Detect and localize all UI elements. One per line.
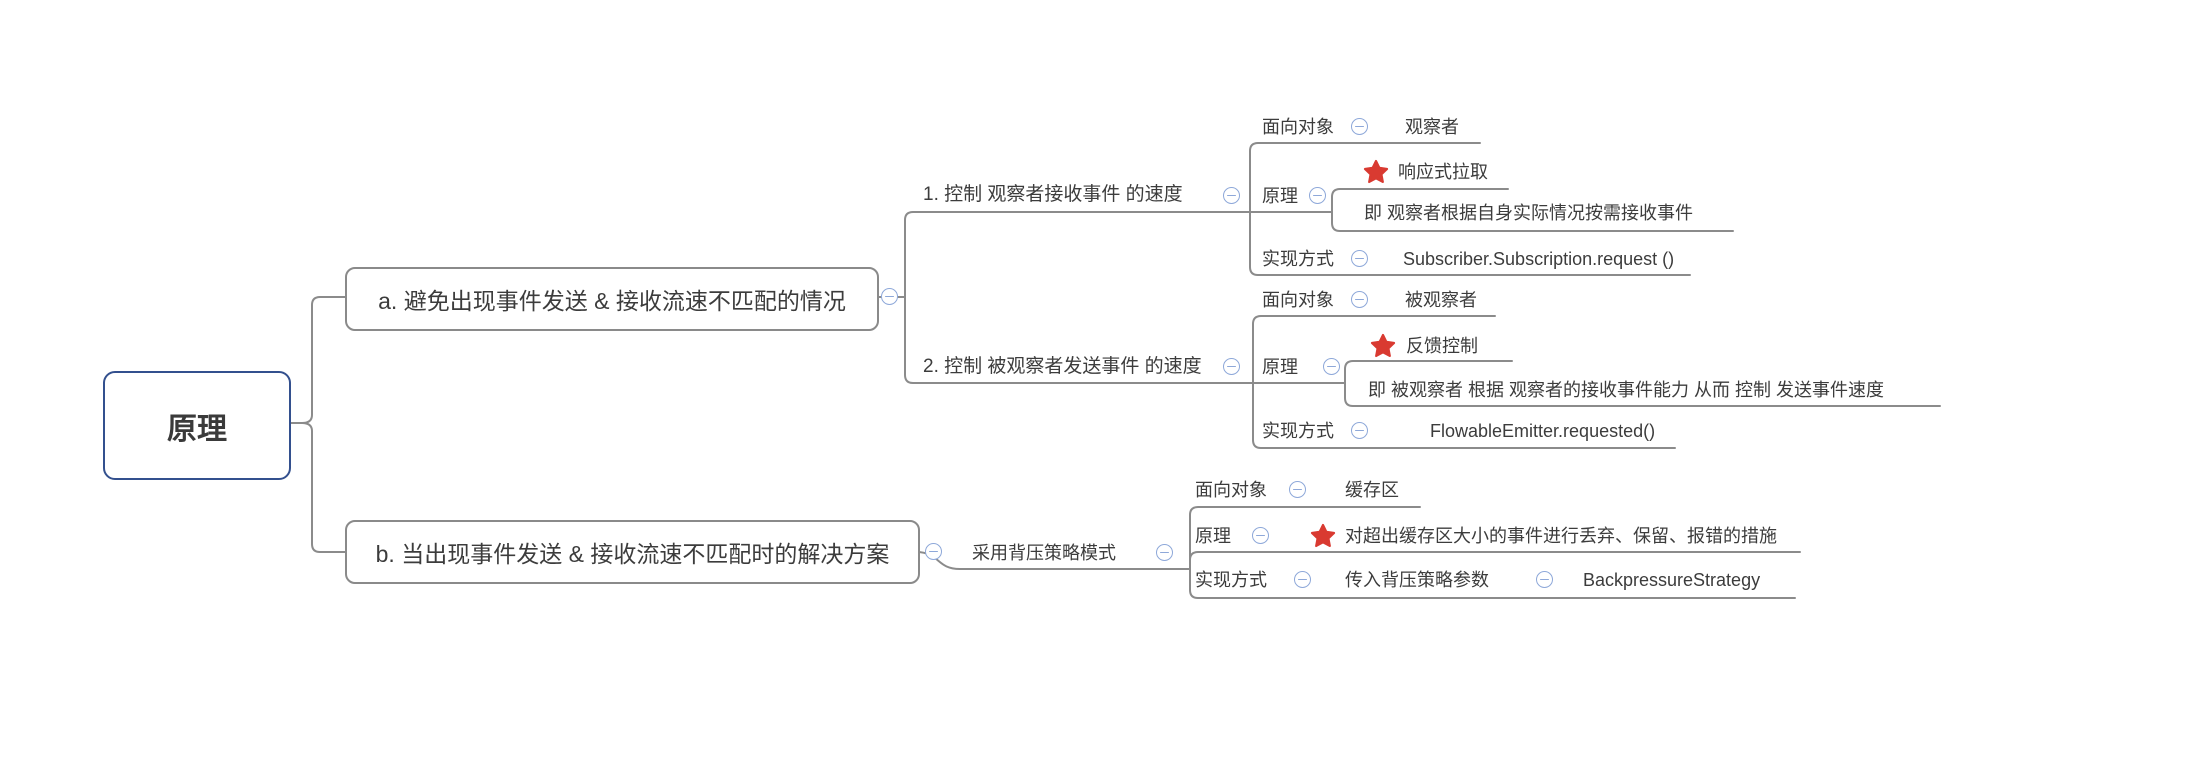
- topic-note-principle-2[interactable]: 即 被观察者 根据 观察者的接收事件能力 从而 控制 发送事件速度: [1368, 380, 1885, 400]
- collapse-icon-target-3[interactable]: [1289, 481, 1306, 498]
- topic-branch-b[interactable]: b. 当出现事件发送 & 接收流速不匹配时的解决方案: [345, 520, 920, 584]
- topic-key-impl-1[interactable]: 实现方式: [1262, 249, 1334, 269]
- topic-note-principle-1[interactable]: 即 观察者根据自身实际情况按需接收事件: [1364, 203, 1693, 223]
- topic-key-impl-3[interactable]: 实现方式: [1195, 570, 1267, 590]
- collapse-icon-backpressure-mode[interactable]: [1156, 544, 1173, 561]
- topic-key-principle-3[interactable]: 原理: [1195, 526, 1231, 546]
- collapse-icon-target-2[interactable]: [1351, 291, 1368, 308]
- collapse-icon-branch-b[interactable]: [925, 543, 942, 560]
- collapse-icon-principle-2[interactable]: [1323, 358, 1340, 375]
- topic-value-impl-1[interactable]: Subscriber.Subscription.request (): [1403, 249, 1675, 269]
- topic-branch-a[interactable]: a. 避免出现事件发送 & 接收流速不匹配的情况: [345, 267, 879, 331]
- topic-value-target-2[interactable]: 被观察者: [1405, 290, 1477, 310]
- red-star-icon: [1363, 159, 1389, 184]
- collapse-icon-impl-2[interactable]: [1351, 422, 1368, 439]
- topic-value-impl-2[interactable]: FlowableEmitter.requested(): [1430, 421, 1656, 441]
- topic-value-principle-3[interactable]: 对超出缓存区大小的事件进行丢弃、保留、报错的措施: [1345, 526, 1777, 546]
- topic-key-target-2[interactable]: 面向对象: [1262, 290, 1334, 310]
- topic-key-principle-1[interactable]: 原理: [1262, 186, 1298, 206]
- topic-value-impl-3[interactable]: 传入背压策略参数: [1345, 570, 1489, 590]
- red-star-icon: [1310, 523, 1336, 548]
- topic-key-impl-2[interactable]: 实现方式: [1262, 421, 1334, 441]
- topic-control-send-speed[interactable]: 2. 控制 被观察者发送事件 的速度: [923, 356, 1202, 377]
- collapse-icon-branch-a[interactable]: [881, 288, 898, 305]
- collapse-icon-principle-3[interactable]: [1252, 527, 1269, 544]
- topic-value-target-3[interactable]: 缓存区: [1345, 480, 1399, 500]
- topic-key-target-1[interactable]: 面向对象: [1262, 117, 1334, 137]
- collapse-icon-impl-3-param[interactable]: [1536, 571, 1553, 588]
- topic-value-impl-3-class[interactable]: BackpressureStrategy: [1583, 570, 1761, 590]
- red-star-icon: [1370, 333, 1396, 358]
- topic-key-principle-2[interactable]: 原理: [1262, 357, 1298, 377]
- collapse-icon-control-receive[interactable]: [1223, 187, 1240, 204]
- topic-backpressure-strategy-mode[interactable]: 采用背压策略模式: [972, 543, 1116, 563]
- collapse-icon-impl-1[interactable]: [1351, 250, 1368, 267]
- collapse-icon-target-1[interactable]: [1351, 118, 1368, 135]
- collapse-icon-principle-1[interactable]: [1309, 187, 1326, 204]
- topic-value-target-1[interactable]: 观察者: [1405, 117, 1459, 137]
- topic-value-principle-2[interactable]: 反馈控制: [1406, 336, 1478, 356]
- topic-key-target-3[interactable]: 面向对象: [1195, 480, 1267, 500]
- collapse-icon-control-send[interactable]: [1223, 358, 1240, 375]
- topic-control-receive-speed[interactable]: 1. 控制 观察者接收事件 的速度: [923, 184, 1183, 205]
- root-topic[interactable]: 原理: [103, 371, 291, 480]
- collapse-icon-impl-3[interactable]: [1294, 571, 1311, 588]
- topic-value-principle-1[interactable]: 响应式拉取: [1398, 162, 1488, 182]
